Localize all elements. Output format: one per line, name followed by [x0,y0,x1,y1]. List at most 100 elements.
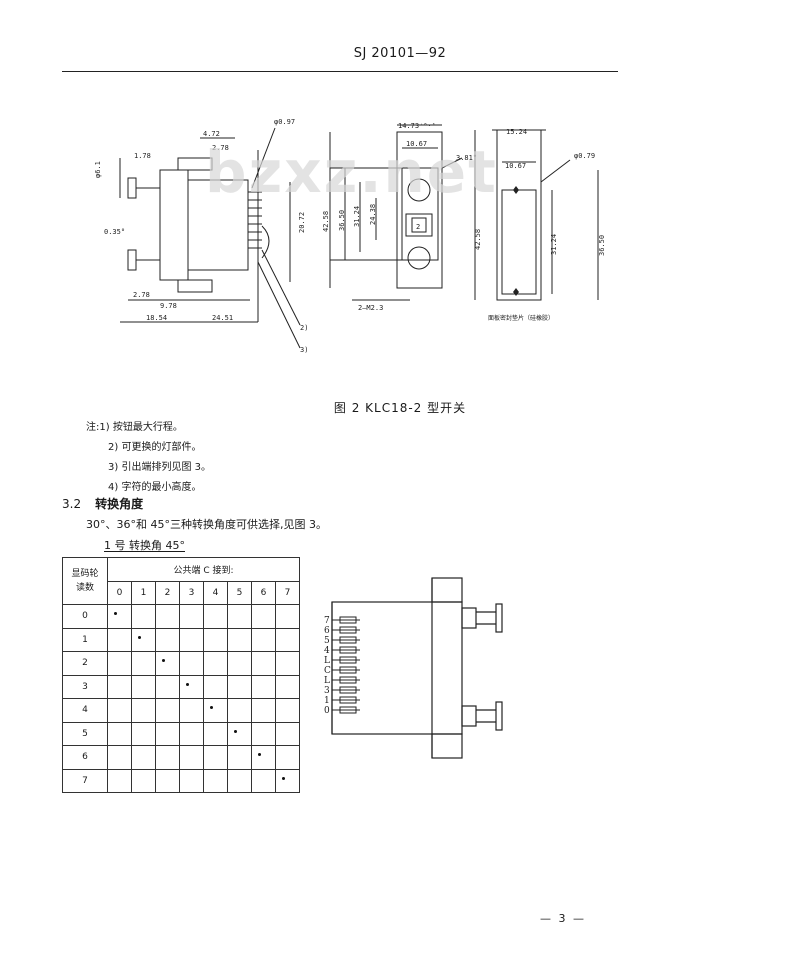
row-label: 4 [62,698,108,723]
column-header: 1 [131,580,156,605]
table-cell [251,674,276,699]
table-cell [227,721,252,746]
dim-label: φ6.1 [94,161,102,178]
dim-label: 24.51 [212,314,233,322]
row-label: 2 [62,651,108,676]
dim-label: 2.78 [212,144,229,152]
terminal-label: 3 [324,686,330,696]
column-header: 4 [203,580,228,605]
table-cell [155,721,180,746]
table-caption: 1 号 转换角 45° [104,539,185,552]
header-rule [62,71,618,72]
table-cell [107,745,132,770]
terminal-slot [339,646,357,654]
terminal-slot [339,696,357,704]
dim-label: 14.73⁺⁰·¹ [398,122,436,130]
dim-label: 42.58 [474,229,482,250]
terminal-slot [339,656,357,664]
terminal-slot [339,636,357,644]
front-view-body [396,131,443,289]
front-upper-hole [407,178,431,202]
table-cell [155,674,180,699]
table-cell [203,651,228,676]
table-cell [131,745,156,770]
table-cell [155,768,180,793]
dim-label: 20.72 [298,212,306,233]
table-cell [179,768,204,793]
dim-label: φ0.79 [574,152,595,160]
table-cell [203,674,228,699]
dim-label: 1.78 [134,152,151,160]
connection-dot [162,659,165,662]
column-header: 0 [107,580,132,605]
table-cell [179,651,204,676]
terminal-label: 6 [324,626,330,636]
table-cell [227,651,252,676]
note-item: 4) 字符的最小高度。 [108,482,202,493]
dim-label: 0.35° [104,228,125,236]
table-cell [107,698,132,723]
table-cell [251,627,276,652]
table-cell [275,768,300,793]
table-cell [275,721,300,746]
table-cell [155,745,180,770]
table-cell [179,674,204,699]
table-cell [275,745,300,770]
table-cell [251,768,276,793]
dim-label: 36.50 [338,210,346,231]
table-cell [131,721,156,746]
side-button-top [127,177,137,199]
terminal-label: 7 [324,616,330,626]
terminal-slot [339,616,357,624]
table-cell [107,674,132,699]
terminal-slot [339,666,357,674]
side-view-flange [159,169,189,281]
table-cell [227,698,252,723]
table-row: 7 [62,768,300,793]
table-cell [251,604,276,629]
table-cell [203,604,228,629]
table-cell [203,721,228,746]
note-item: 2) 可更换的灯部件。 [108,442,202,453]
note-item: 3) 引出端排列见图 3。 [108,462,211,473]
column-header: 2 [155,580,180,605]
callout-label: 2) [300,324,308,332]
notes: 注:1) 按钮最大行程。 2) 可更换的灯部件。 3) 引出端排列见图 3。 4… [86,418,211,498]
page-number: — 3 — [540,912,586,925]
table-row: 1 [62,627,300,652]
table-cell [227,745,252,770]
table-cell [179,627,204,652]
dim-label: 2 [416,223,420,231]
dim-label: 4.72 [203,130,220,138]
table-cell [203,745,228,770]
row-label: 7 [62,768,108,793]
connection-dot [138,635,141,639]
dim-label: 2.78 [133,291,150,299]
row-header-cell: 显码轮 读数 [62,557,108,605]
dim-label: 18.54 [146,314,167,322]
figure-2-drawing: 4.72 2.78 φ0.97 1.78 φ6.1 0.35° 20.72 2.… [94,118,606,354]
row-label: 0 [62,604,108,629]
table-cell [131,651,156,676]
table-cell [203,698,228,723]
table-cell [227,768,252,793]
table-cell [251,651,276,676]
dim-label: 24.38 [369,204,377,225]
dim-label: 2—M2.3 [358,304,383,312]
dim-label: 36.50 [598,235,606,256]
table-cell [107,627,132,652]
table-cell [155,604,180,629]
table-cell [251,745,276,770]
paragraph: 30°、36°和 45°三种转换角度可供选择,见图 3。 [86,518,327,531]
dim-label: 31.24 [353,206,361,227]
terminal-label: 4 [324,646,330,656]
row-label: 6 [62,745,108,770]
watermark: bzxz.net [205,138,498,206]
table-row: 0 [62,604,300,629]
table-row: 3 [62,674,300,699]
table-cell [227,604,252,629]
terminal-label: 0 [324,706,330,716]
dim-label: 10.67 [505,162,526,170]
back-view-label: 面板密封垫片（硅橡胶） [488,314,554,322]
